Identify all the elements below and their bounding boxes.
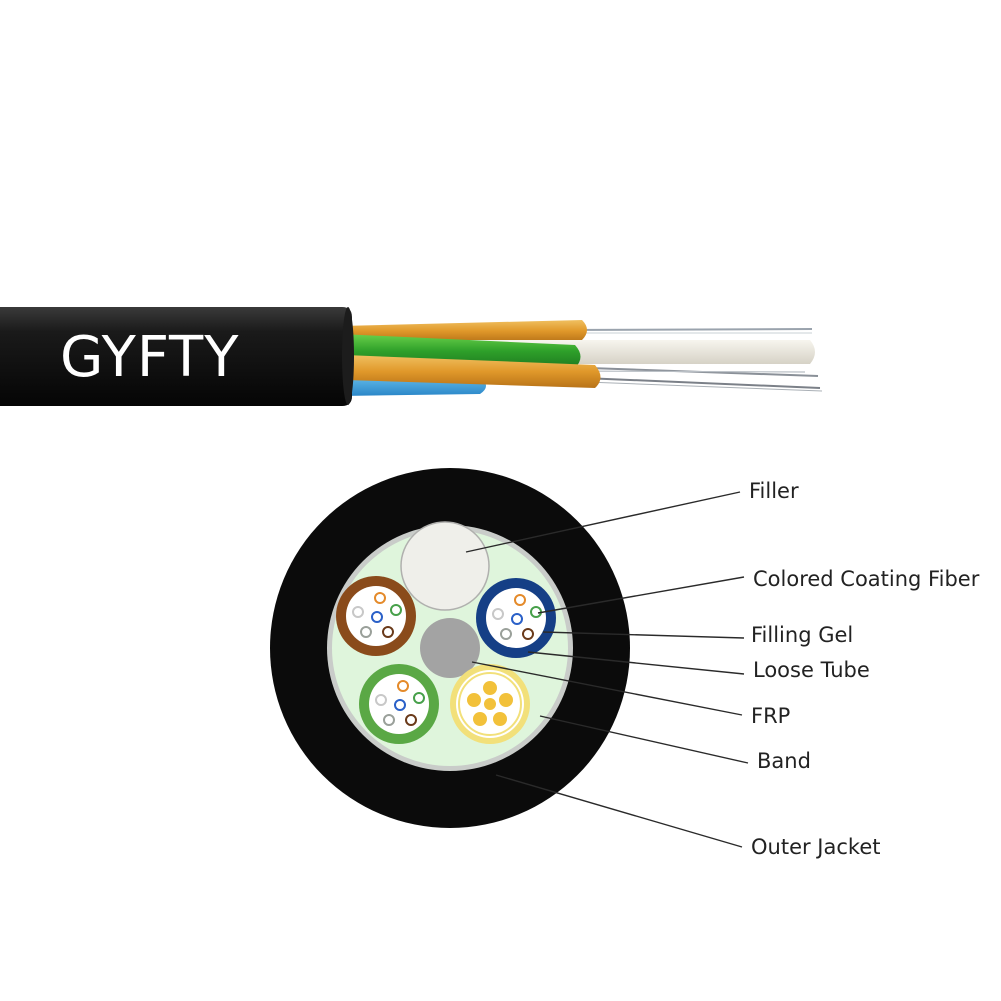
fiber-white <box>375 694 387 706</box>
leader-filling-gel <box>542 631 745 639</box>
label-filling-gel: Filling Gel <box>751 623 853 647</box>
fiber-orange <box>397 680 409 692</box>
yellow-element <box>467 693 481 707</box>
leader-lines <box>465 491 749 848</box>
fiber-grey <box>500 628 512 640</box>
jacket-cut-edge <box>342 307 354 405</box>
leader-loose-tube <box>527 651 745 675</box>
yellow-element <box>483 681 497 695</box>
loose-tube-brown <box>336 576 416 656</box>
leader-colored-coating-fiber <box>537 576 745 614</box>
label-filler: Filler <box>749 479 799 503</box>
loose-tube-green <box>359 664 439 744</box>
fiber-white <box>492 608 504 620</box>
cable-outer-jacket <box>0 307 352 406</box>
label-frp: FRP <box>751 704 790 728</box>
leader-frp <box>471 661 743 716</box>
fiber-blue <box>511 613 523 625</box>
fiber-orange <box>514 594 526 606</box>
fiber-green <box>390 604 402 616</box>
fiber-green <box>413 692 425 704</box>
leader-band <box>539 715 749 764</box>
fiber-blue <box>371 611 383 623</box>
frp-core <box>420 618 480 678</box>
yellow-element <box>484 698 496 710</box>
fiber-grey <box>360 626 372 638</box>
label-colored-coating-fiber: Colored Coating Fiber <box>753 567 980 591</box>
callout-labels: Filler Colored Coating Fiber Filling Gel… <box>749 479 980 859</box>
fiber-blue <box>394 699 406 711</box>
loose-tube-blue <box>476 578 556 658</box>
yellow-element <box>493 712 507 726</box>
orange-loose-tube-upper <box>340 320 587 342</box>
fiber-grey <box>383 714 395 726</box>
cable-cross-section <box>270 468 630 828</box>
bare-fibers <box>559 328 823 392</box>
cable-side-view: GYFTY <box>0 307 823 406</box>
leader-filler <box>465 491 741 553</box>
yellow-element <box>499 693 513 707</box>
fiber-white <box>352 606 364 618</box>
label-band: Band <box>757 749 811 773</box>
loose-tube-yellow <box>450 664 530 744</box>
leader-outer-jacket <box>495 774 743 848</box>
fiber-brown <box>522 628 534 640</box>
cable-brand-label: GYFTY <box>60 325 239 390</box>
fiber-brown <box>405 714 417 726</box>
orange-loose-tube-lower <box>345 355 601 388</box>
fiber-orange <box>374 592 386 604</box>
filler-rod <box>400 521 490 611</box>
label-outer-jacket: Outer Jacket <box>751 835 880 859</box>
label-loose-tube: Loose Tube <box>753 658 870 682</box>
fiber-brown <box>382 626 394 638</box>
yellow-element <box>473 712 487 726</box>
